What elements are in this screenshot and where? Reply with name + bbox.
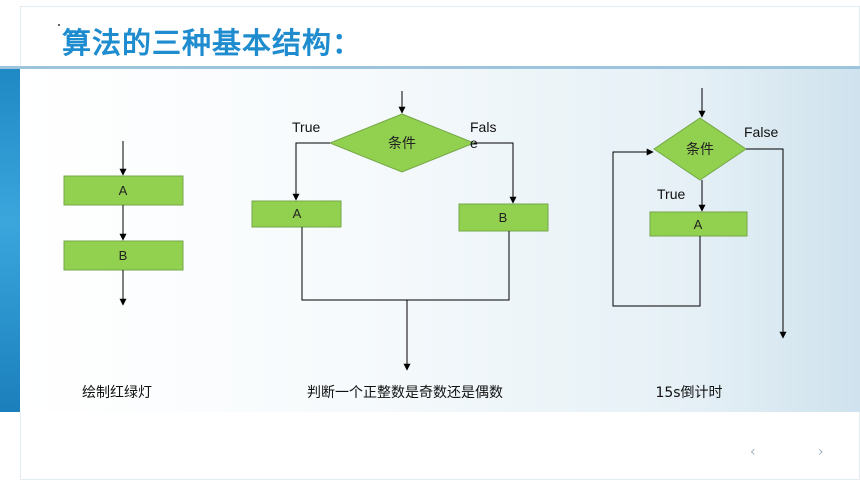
- seq-caption: 绘制红绿灯: [82, 385, 152, 401]
- header-divider: [0, 66, 860, 69]
- loop-box-a: [649, 211, 748, 237]
- sel-box-b: [458, 203, 549, 232]
- sel-true-line: [292, 142, 330, 201]
- seq-box-a: [63, 175, 184, 206]
- sel-box-a: [251, 200, 342, 228]
- sel-condition-diamond: [328, 113, 476, 173]
- loop-false-label: False: [744, 124, 778, 140]
- seq-box-a-label: A: [119, 183, 128, 198]
- loop-caption: 15s倒计时: [655, 385, 722, 401]
- sel-merge-line: [301, 227, 510, 301]
- sel-true-label: True: [292, 119, 320, 135]
- sel-box-a-label: A: [293, 206, 302, 221]
- loop-structure: 条件 True A False 15s倒计时: [612, 88, 787, 401]
- selection-structure: 条件 True Fals e A B 判断一个正整数是奇数还是偶数: [251, 91, 549, 401]
- loop-true-label: True: [657, 186, 685, 202]
- sel-false-label-2: e: [470, 135, 478, 151]
- loop-condition-label: 条件: [686, 141, 714, 158]
- title-marker: [58, 24, 60, 26]
- sel-caption: 判断一个正整数是奇数还是偶数: [307, 384, 503, 401]
- left-accent-band: [0, 66, 20, 412]
- sel-box-b-label: B: [499, 210, 508, 225]
- sequence-structure: A B 绘制红绿灯: [63, 141, 184, 401]
- sel-false-line: [474, 142, 517, 204]
- page-title: 算法的三种基本结构：: [62, 26, 363, 60]
- seq-box-b-label: B: [119, 248, 128, 263]
- seq-box-b: [63, 240, 184, 271]
- next-slide-icon[interactable]: ›: [818, 444, 824, 460]
- loop-box-a-label: A: [694, 217, 703, 232]
- loop-condition-diamond: [653, 117, 747, 181]
- sel-false-label-1: Fals: [470, 119, 496, 135]
- loop-back-line: [612, 148, 701, 307]
- loop-false-line: [746, 148, 787, 339]
- prev-slide-icon[interactable]: ‹: [750, 444, 756, 460]
- sel-condition-label: 条件: [388, 135, 416, 152]
